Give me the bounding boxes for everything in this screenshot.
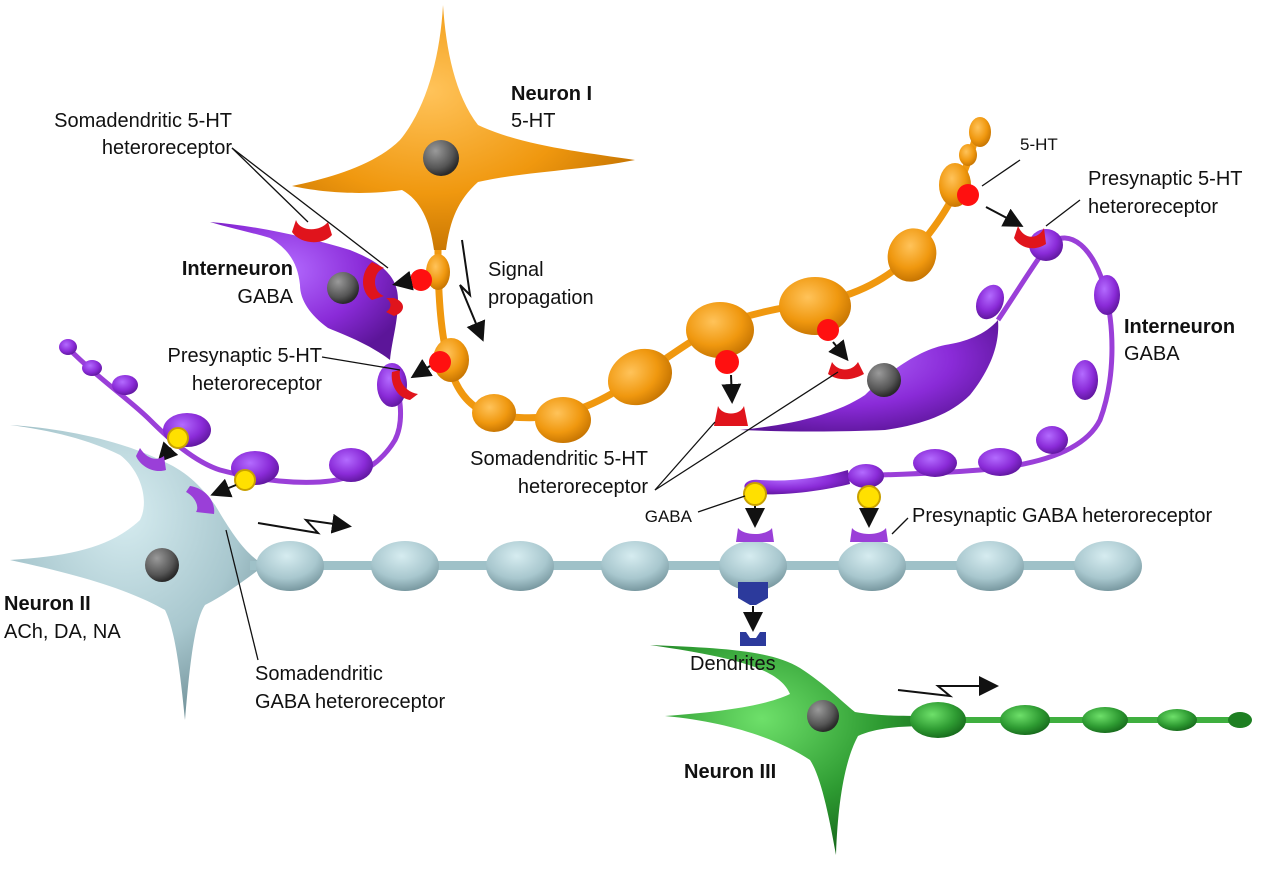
5ht-receptors-other bbox=[391, 226, 1046, 426]
5ht-release-arrows bbox=[392, 206, 1024, 404]
neuron-1-signal-arrow bbox=[459, 239, 486, 342]
somadendritic-5ht-label-top-2: heteroreceptor bbox=[102, 137, 232, 159]
presynaptic-5ht-right-label-1: Presynaptic 5-HT bbox=[1088, 168, 1243, 190]
postsynaptic-receptor bbox=[738, 582, 768, 646]
neuron-1-name: Neuron I bbox=[511, 83, 592, 105]
neuron-3-axon bbox=[920, 717, 1235, 723]
interneuron-right-nucleus bbox=[867, 363, 901, 397]
somadendritic-5ht-label-mid-2: heteroreceptor bbox=[518, 476, 648, 498]
neuron-1-nucleus bbox=[423, 140, 459, 176]
signal-propagation-label-2: propagation bbox=[488, 287, 594, 309]
neuron-2-varicosities bbox=[256, 541, 1142, 591]
neuron-2-axon bbox=[250, 561, 1140, 570]
gaba-receptors bbox=[136, 448, 888, 542]
neuron-3 bbox=[650, 645, 1252, 855]
gaba-transmitter-dots bbox=[167, 427, 881, 509]
presynaptic-5ht-right-label-2: heteroreceptor bbox=[1088, 196, 1218, 218]
dendrites-label: Dendrites bbox=[690, 653, 776, 675]
somadendritic-gaba-label-1: Somadendritic bbox=[255, 663, 383, 685]
neuron-1-soma bbox=[292, 5, 635, 250]
presynaptic-gaba-label: Presynaptic GABA heteroreceptor bbox=[912, 505, 1212, 527]
interneuron-left-transmitter: GABA bbox=[237, 286, 293, 308]
pointer-lines bbox=[225, 147, 1081, 661]
interneuron-right-soma bbox=[740, 320, 999, 432]
somadendritic-5ht-label-mid-1: Somadendritic 5-HT bbox=[470, 448, 648, 470]
neuron-3-nucleus bbox=[807, 700, 839, 732]
interneuron-right-name: Interneuron bbox=[1124, 316, 1235, 338]
neuron-3-signal-arrow bbox=[897, 676, 999, 698]
interneuron-right-terminal bbox=[744, 470, 850, 495]
gaba-release-arrows bbox=[157, 441, 879, 528]
presynaptic-5ht-left-label-2: heteroreceptor bbox=[192, 373, 322, 395]
neuron-2-signal-arrow bbox=[257, 513, 352, 535]
interneuron-left-name: Interneuron bbox=[182, 258, 293, 280]
somadendritic-5ht-label-top-1: Somadendritic 5-HT bbox=[54, 110, 232, 132]
neuron-2-nucleus bbox=[145, 548, 179, 582]
interneuron-left-nucleus bbox=[327, 272, 359, 304]
somadendritic-5ht-receptors-top bbox=[292, 220, 403, 316]
interneuron-right-transmitter: GABA bbox=[1124, 343, 1180, 365]
neuron-2-name: Neuron II bbox=[4, 593, 91, 615]
somadendritic-gaba-label-2: GABA heteroreceptor bbox=[255, 691, 445, 713]
5ht-transmitter-dots bbox=[410, 184, 979, 374]
labels: Neuron I 5-HT Somadendritic 5-HT heteror… bbox=[4, 83, 1243, 783]
interneuron-left-soma bbox=[210, 222, 398, 360]
interneuron-right bbox=[740, 229, 1120, 495]
neuron-3-name: Neuron III bbox=[684, 761, 776, 783]
five-ht-small-label: 5-HT bbox=[1020, 135, 1058, 154]
neuron-1-transmitter: 5-HT bbox=[511, 110, 555, 132]
neuron-3-soma bbox=[650, 645, 930, 855]
interneuron-right-varicosities bbox=[848, 229, 1120, 488]
gaba-small-label: GABA bbox=[645, 507, 693, 526]
neuron-3-varicosities bbox=[910, 702, 1252, 738]
presynaptic-5ht-left-label-1: Presynaptic 5-HT bbox=[168, 345, 323, 367]
signal-propagation-label-1: Signal bbox=[488, 259, 544, 281]
neuron-2-transmitter: ACh, DA, NA bbox=[4, 621, 121, 643]
